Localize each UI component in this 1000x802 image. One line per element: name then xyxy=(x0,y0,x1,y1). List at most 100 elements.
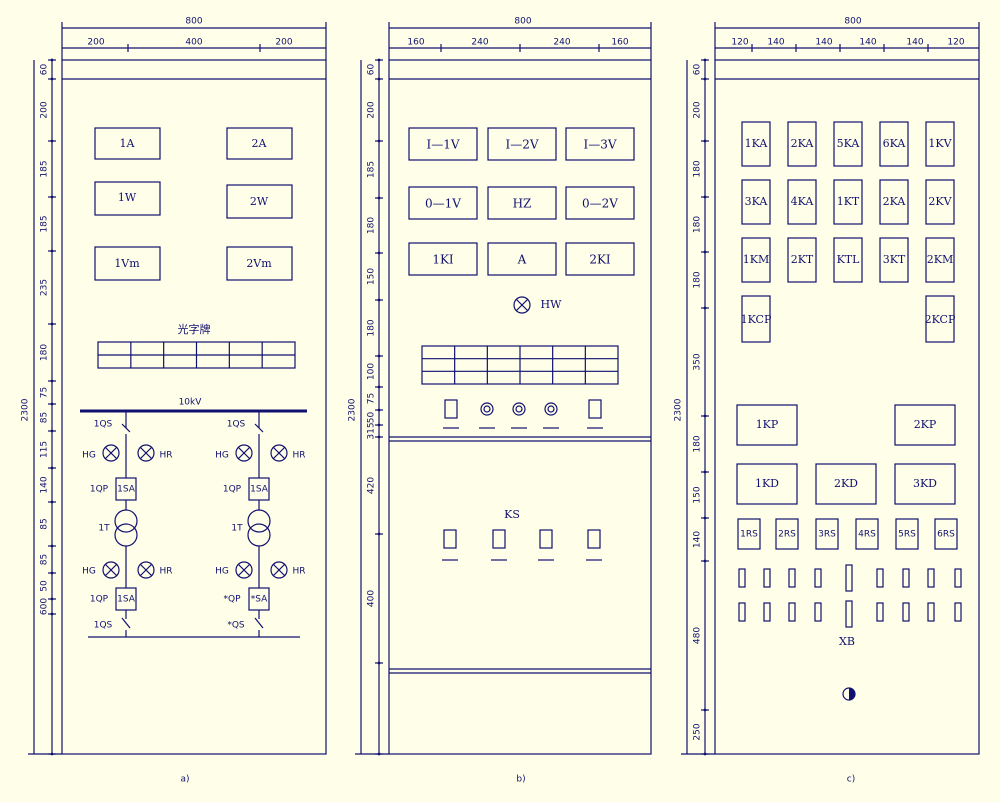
meter-4-label: HZ xyxy=(513,197,532,211)
panel-b-height-total: 2300 xyxy=(348,398,358,421)
meter-1W-label: 1W xyxy=(118,191,137,204)
meter-2A xyxy=(226,127,293,160)
meter-5-label: 0—2V xyxy=(582,197,618,211)
relay-label: 6KA xyxy=(883,137,907,150)
terminal xyxy=(927,602,935,622)
panel-a-height-7: 85 xyxy=(40,412,50,423)
panel-a-width-3: 200 xyxy=(275,38,292,48)
relay-2KV xyxy=(925,179,955,225)
relay-2KCP xyxy=(925,295,955,343)
panel-b-height-8: 50 xyxy=(367,412,377,424)
kd-1KD xyxy=(736,463,798,505)
light-board-grid xyxy=(98,342,295,368)
terminal xyxy=(954,602,962,622)
panel-a-height-1: 200 xyxy=(40,101,50,118)
hr-lamp-icon xyxy=(137,561,155,579)
relay-label: KTL xyxy=(837,253,861,266)
panel-b-height-3: 180 xyxy=(367,217,377,234)
panel-b-width-1: 160 xyxy=(407,38,424,48)
relay-1KA xyxy=(741,121,771,167)
transformer-label: 1T xyxy=(98,524,110,534)
kp-label: 2KP xyxy=(914,418,937,431)
panel-b-height-4: 150 xyxy=(367,268,377,285)
panel-c-cabinet xyxy=(714,59,980,755)
terminal xyxy=(814,602,822,622)
knob-icon xyxy=(512,402,526,416)
meter-2-label: I—3V xyxy=(583,138,616,152)
panel-a-height-13: 600 xyxy=(40,598,50,615)
sa-label: 1SA xyxy=(117,485,136,495)
transformer-icon xyxy=(247,509,271,533)
panel-b-width-4: 160 xyxy=(611,38,628,48)
panel-c-height-8: 140 xyxy=(693,531,703,548)
panel-c-height-2: 180 xyxy=(693,160,703,177)
rs-5RS xyxy=(895,518,919,550)
meter-7-label: A xyxy=(517,253,527,267)
meter-3 xyxy=(408,186,478,220)
relay-label: 5KA xyxy=(837,137,861,150)
panel-a-height-12: 50 xyxy=(40,580,50,592)
terminal xyxy=(845,564,853,592)
panel-b-height-11: 400 xyxy=(367,590,377,607)
terminal xyxy=(927,568,935,588)
panel-b-width-total: 800 xyxy=(514,17,531,27)
ks-switch xyxy=(492,529,506,549)
terminal xyxy=(738,602,746,622)
ks-switch xyxy=(587,529,601,549)
hg-label: HG xyxy=(82,451,96,461)
sa2-label: 1SA xyxy=(117,595,136,605)
relay-label: 4KA xyxy=(791,195,815,208)
rs-4RS xyxy=(855,518,879,550)
meter-0-label: I—1V xyxy=(426,138,459,152)
rs-3RS xyxy=(815,518,839,550)
terminal xyxy=(788,568,796,588)
panel-a-height-3: 185 xyxy=(40,215,50,232)
panel-a-width-1: 200 xyxy=(87,38,104,48)
panel-c-terminal-block xyxy=(738,564,962,628)
panel-b-height-2: 185 xyxy=(367,161,377,178)
relay-1KM xyxy=(741,237,771,283)
meter-1A-label: 1A xyxy=(120,137,136,150)
panel-a-height-10: 85 xyxy=(40,518,50,529)
hw-lamp-icon xyxy=(513,296,531,314)
panel-b-height-0: 60 xyxy=(367,64,377,76)
hg-lamp-icon xyxy=(235,561,253,579)
sa2-label: *SA xyxy=(251,595,268,605)
knob-icon xyxy=(480,402,494,416)
panel-a-height-2: 185 xyxy=(40,160,50,177)
ks-switch xyxy=(539,529,553,549)
switch-right xyxy=(588,399,602,419)
kd-label: 1KD xyxy=(755,477,779,490)
terminal xyxy=(763,568,771,588)
relay-label: 3KA xyxy=(745,195,769,208)
terminal xyxy=(876,568,884,588)
meter-5 xyxy=(565,186,635,220)
relay-2KT xyxy=(787,237,817,283)
rs-label: 5RS xyxy=(898,530,916,540)
hg-lamp-icon xyxy=(235,444,253,462)
relay-1KV xyxy=(925,121,955,167)
panel-a-width-2: 400 xyxy=(185,38,202,48)
rs-label: 3RS xyxy=(818,530,836,540)
relay-5KA xyxy=(833,121,863,167)
rs-label: 4RS xyxy=(858,530,876,540)
relay-2KA xyxy=(879,179,909,225)
panel-a-height-5: 180 xyxy=(40,344,50,361)
relay-label: 2KM xyxy=(927,253,953,266)
bus-label: 10kV xyxy=(179,398,203,408)
panel-c-height-3: 180 xyxy=(693,216,703,233)
panel-c-height-5: 350 xyxy=(693,353,703,370)
panel-b: 800 160 240 240 160 2300 602001851801501… xyxy=(348,17,652,785)
meter-1Vm xyxy=(94,246,161,281)
panel-a-height-9: 140 xyxy=(40,476,50,493)
hr-lamp-icon xyxy=(270,444,288,462)
panel-a-width-total: 800 xyxy=(185,17,202,27)
panel-c-height-6: 180 xyxy=(693,435,703,452)
panel-c-height-4: 180 xyxy=(693,271,703,288)
hg-label: HG xyxy=(215,451,229,461)
